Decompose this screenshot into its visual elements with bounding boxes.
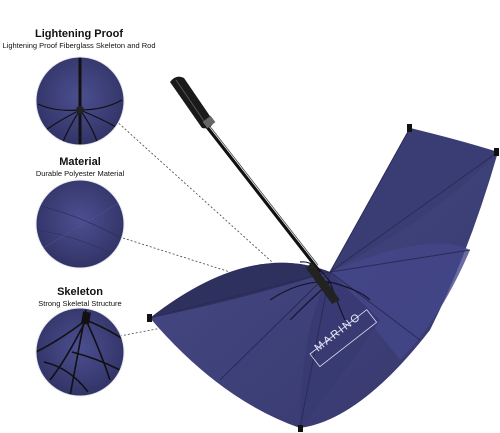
feature-material: Material Durable Polyester Material (0, 156, 160, 179)
umbrella-canopy: MARINO (147, 124, 499, 432)
feature-subtitle: Strong Skeletal Structure (38, 299, 122, 308)
rib-tip (407, 124, 412, 132)
feature-title: Material (59, 156, 101, 168)
detail-circle-lightening (36, 57, 124, 145)
rib-tip (494, 148, 499, 156)
feature-subtitle: Durable Polyester Material (35, 169, 125, 178)
leader-line-material (103, 231, 231, 273)
feature-skeleton: Skeleton Strong Skeletal Structure (0, 286, 160, 309)
umbrella-shaft (170, 76, 340, 304)
feature-title: Skeleton (57, 286, 103, 298)
feature-title: Lightening Proof (35, 28, 123, 40)
umbrella-handle (170, 76, 214, 129)
feature-lightening-proof: Lightening Proof Lightening Proof Fiberg… (0, 28, 158, 51)
rib-tip (147, 314, 152, 322)
feature-subtitle: Lightening Proof Fiberglass Skeleton and… (2, 41, 156, 50)
detail-circle-skeleton (36, 308, 124, 396)
rib-tip (298, 425, 303, 432)
